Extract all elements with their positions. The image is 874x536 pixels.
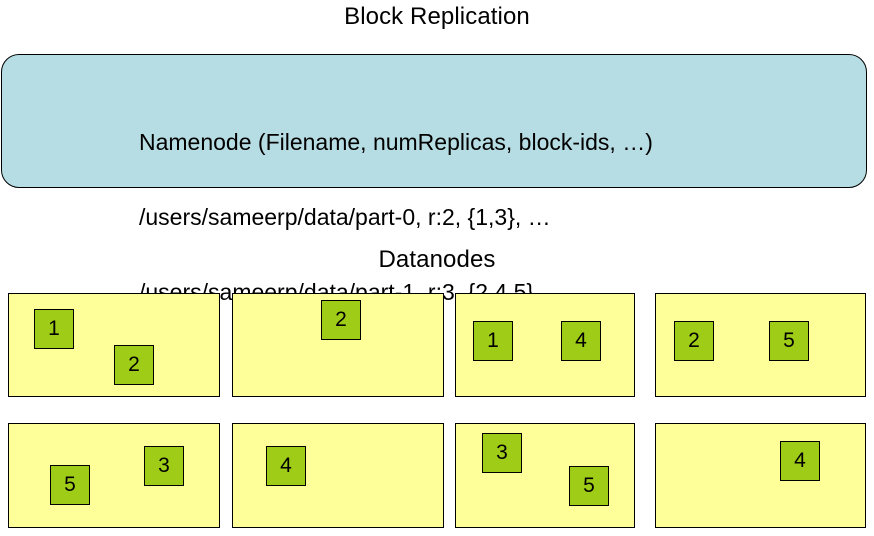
- block-replica-2: 2: [674, 321, 714, 361]
- page-title: Block Replication: [344, 3, 530, 30]
- block-replica-5: 5: [50, 465, 90, 505]
- block-replica-1: 1: [34, 309, 74, 349]
- datanode-2: 2: [232, 293, 444, 397]
- block-replica-2: 2: [321, 300, 361, 340]
- block-replica-1: 1: [473, 321, 513, 361]
- block-replica-5: 5: [769, 321, 809, 361]
- block-replica-4: 4: [561, 321, 601, 361]
- block-replica-2: 2: [114, 345, 154, 385]
- block-replica-5: 5: [569, 466, 609, 506]
- namenode-entry-line-1: /users/sameerp/data/part-0, r:2, {1,3}, …: [139, 204, 551, 230]
- namenode-panel: Namenode (Filename, numReplicas, block-i…: [1, 54, 867, 305]
- block-replica-4: 4: [780, 441, 820, 481]
- datanode-6: 4: [232, 423, 444, 528]
- datanodes-section-label: Datanodes: [378, 246, 496, 273]
- block-replica-3: 3: [482, 433, 522, 473]
- datanode-8: 4: [655, 423, 866, 528]
- block-replica-3: 3: [144, 446, 184, 486]
- namenode-metadata-text: Namenode (Filename, numReplicas, block-i…: [139, 80, 653, 355]
- namenode-header-line: Namenode (Filename, numReplicas, block-i…: [139, 129, 653, 155]
- block-replica-4: 4: [266, 446, 306, 486]
